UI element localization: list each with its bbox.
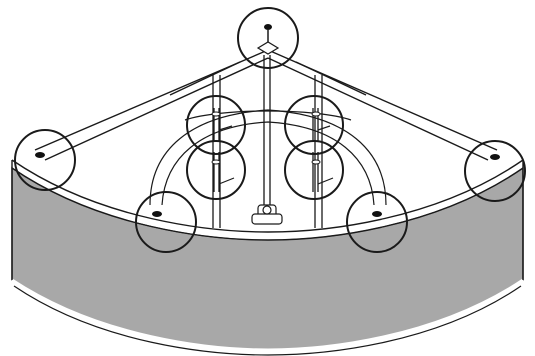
callout-left-corner-foot: [14, 129, 76, 191]
front-apron: [11, 159, 524, 356]
callout-right-corner-foot: [464, 140, 526, 202]
callout-front-left-foot: [135, 191, 197, 253]
frame-rails: [34, 49, 498, 161]
callout-inner-right-upper-leg: [284, 95, 344, 155]
callout-inner-left-upper-leg: [186, 95, 246, 155]
callout-inner-right-lower-leg: [284, 140, 344, 200]
drain-assembly: [251, 204, 283, 225]
callout-top-corner-foot: [237, 7, 299, 69]
callout-inner-left-lower-leg: [186, 140, 246, 200]
vertical-struts: [212, 55, 323, 228]
callout-front-right-foot: [346, 191, 408, 253]
basin-outline: [149, 109, 387, 206]
